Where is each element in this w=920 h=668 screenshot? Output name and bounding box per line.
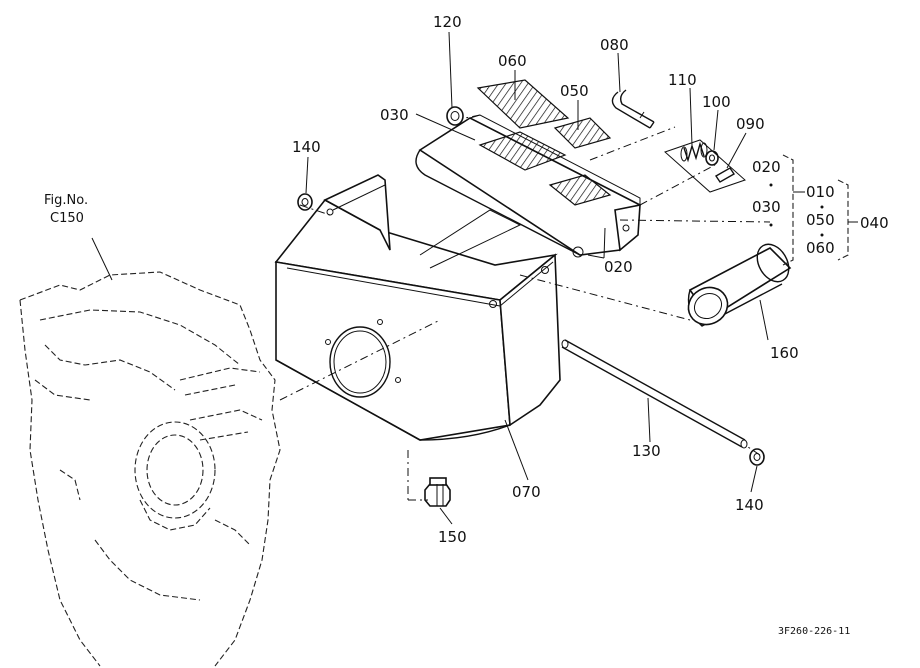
- part-label-160: 160: [770, 344, 799, 362]
- group-label-020: 020: [752, 158, 781, 176]
- shield-box-070: [274, 174, 561, 441]
- part-label-050: 050: [560, 82, 589, 100]
- part-label-150: 150: [438, 528, 467, 546]
- housing-ghost-outline: [19, 271, 281, 667]
- part-label-100: 100: [702, 93, 731, 111]
- part-label-080: 080: [600, 36, 629, 54]
- pad-050: [553, 117, 612, 149]
- center-lines: [279, 114, 771, 501]
- part-label-140-top: 140: [292, 138, 321, 156]
- leaders: [305, 31, 769, 525]
- fig-ref-prefix: Fig.No.: [44, 193, 88, 208]
- cotter-pin-090: [715, 167, 735, 183]
- group-label-040: 040: [860, 214, 889, 232]
- rod-130: [561, 339, 748, 449]
- pad-060: [476, 79, 570, 129]
- bushing-120: [446, 106, 464, 126]
- part-label-120: 120: [433, 13, 462, 31]
- part-label-110: 110: [668, 71, 697, 89]
- part-label-070: 070: [512, 483, 541, 501]
- group-label-030: 030: [752, 198, 781, 216]
- part-label-090: 090: [736, 115, 765, 133]
- drawing-code: 3F260-226-11: [778, 626, 850, 637]
- pin-080: [611, 89, 655, 129]
- assembly-bracket: [769, 154, 858, 266]
- part-label-060: 060: [498, 52, 527, 70]
- sleeve-160: [687, 243, 792, 327]
- fig-ref-number: C150: [50, 211, 84, 226]
- fitting-150: [424, 477, 451, 507]
- group-label-060: 060: [806, 239, 835, 257]
- spring-110: [680, 141, 708, 163]
- group-label-010: 010: [806, 183, 835, 201]
- part-label-140-bottom: 140: [735, 496, 764, 514]
- part-label-030: 030: [380, 106, 409, 124]
- clip-140-left: [297, 193, 313, 211]
- group-label-050: 050: [806, 211, 835, 229]
- part-label-130: 130: [632, 442, 661, 460]
- part-label-020-cover: 020: [604, 258, 633, 276]
- cover-020: [415, 114, 642, 269]
- spring-plate-outline: [664, 139, 746, 193]
- washer-100: [705, 150, 719, 166]
- clip-140-right: [749, 448, 765, 466]
- fig-ref-leader: [91, 237, 113, 281]
